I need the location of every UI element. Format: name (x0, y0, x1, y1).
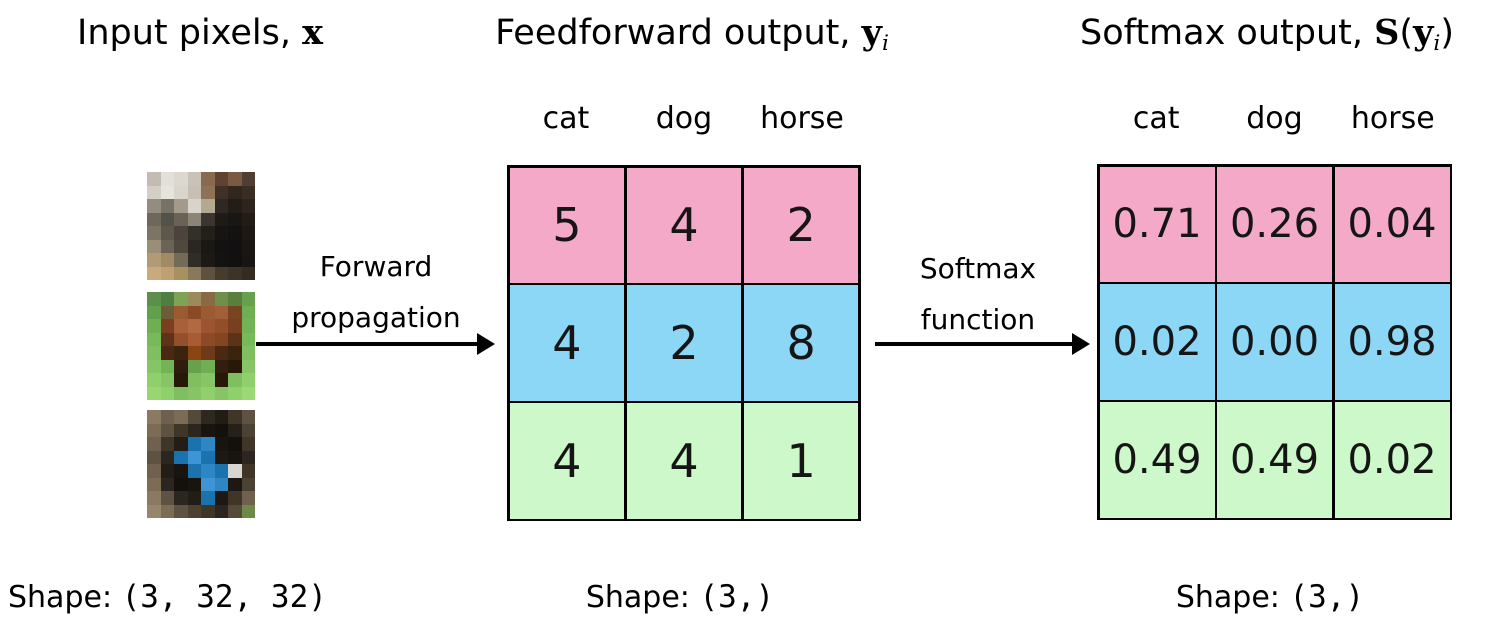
input-title-text: Input pixels, (77, 13, 291, 53)
softmax-cell-dog-row3: 0.49 (1217, 402, 1332, 518)
feedforward-shape-text: Shape: (585, 580, 690, 615)
feedforward-cell-dog-row1: 4 (626, 167, 742, 283)
feedforward-math-sub-i: i (881, 31, 889, 57)
softmax-function-arrow (875, 342, 1073, 346)
feedforward-cell-cat-row2: 4 (509, 285, 625, 401)
feedforward-cell-horse-row3: 1 (743, 403, 859, 519)
forward-propagation-arrow (256, 342, 478, 346)
feedforward-cell-horse-row2: 8 (743, 285, 859, 401)
dog-input-image (147, 410, 255, 518)
softmax-cell-dog-row2: 0.00 (1217, 284, 1332, 400)
feedforward-shape-label: Shape: (3,) (530, 579, 830, 615)
feedforward-cell-dog-row2: 2 (626, 285, 742, 401)
softmax-paren-open: ( (1399, 13, 1414, 53)
softmax-math-sub-i: i (1433, 31, 1441, 57)
feedforward-cell-cat-row1: 5 (509, 167, 625, 283)
softmax-cell-cat-row1: 0.71 (1099, 166, 1215, 282)
softmax-math-y: y (1413, 12, 1434, 53)
column-header-cat: cat (542, 101, 590, 136)
softmax-cell-cat-row3: 0.49 (1099, 402, 1215, 518)
feedforward-column-headers: cat dog horse (507, 96, 861, 142)
softmax-cell-horse-row1: 0.04 (1334, 166, 1450, 282)
softmax-column-title: Softmax output, S(yi) (1067, 12, 1467, 60)
column-header-horse: horse (760, 101, 844, 136)
feedforward-cell-dog-row3: 4 (626, 403, 742, 519)
cat-input-image (147, 172, 255, 280)
softmax-column-headers: cat dog horse (1097, 96, 1452, 142)
input-column-title: Input pixels, x (20, 12, 380, 60)
softmax-cell-cat-row2: 0.02 (1099, 284, 1215, 400)
forward-propagation-arrowhead-icon (477, 333, 495, 355)
column-header-dog: dog (655, 101, 713, 136)
input-shape-text: Shape: (8, 580, 113, 615)
softmax-shape-value: (3,) (1289, 579, 1365, 615)
softmax-title-text: Softmax output, (1079, 13, 1363, 53)
forward-propagation-label-line2: propagation (291, 301, 461, 334)
forward-propagation-label: Forward propagation (260, 241, 492, 343)
softmax-function-label-line1: Softmax (919, 252, 1037, 285)
softmax-function-label: Softmax function (862, 243, 1094, 345)
forward-propagation-label-line1: Forward (319, 250, 433, 283)
softmax-function-label-line2: function (920, 303, 1036, 336)
column-header-horse: horse (1350, 101, 1435, 136)
softmax-paren-close: ) (1440, 13, 1455, 53)
column-header-dog: dog (1246, 101, 1303, 136)
feedforward-shape-value: (3,) (699, 579, 775, 615)
horse-input-image (147, 292, 255, 400)
feedforward-cell-cat-row3: 4 (509, 403, 625, 519)
column-header-cat: cat (1132, 101, 1180, 136)
softmax-cell-horse-row3: 0.02 (1334, 402, 1450, 518)
feedforward-title-text: Feedforward output, (495, 13, 851, 53)
softmax-math-S: S (1374, 12, 1400, 53)
softmax-shape-label: Shape: (3,) (1120, 579, 1420, 615)
softmax-shape-text: Shape: (1175, 580, 1280, 615)
softmax-cell-dog-row1: 0.26 (1217, 166, 1332, 282)
input-math-x: x (302, 12, 323, 53)
input-shape-label: Shape: (3, 32, 32) (8, 579, 327, 615)
softmax-cell-horse-row2: 0.98 (1334, 284, 1450, 400)
softmax-function-arrowhead-icon (1072, 333, 1090, 355)
feedforward-column-title: Feedforward output, yi (492, 12, 892, 60)
input-shape-value: (3, 32, 32) (121, 579, 327, 615)
feedforward-math-y: y (861, 12, 882, 53)
feedforward-cell-horse-row1: 2 (743, 167, 859, 283)
